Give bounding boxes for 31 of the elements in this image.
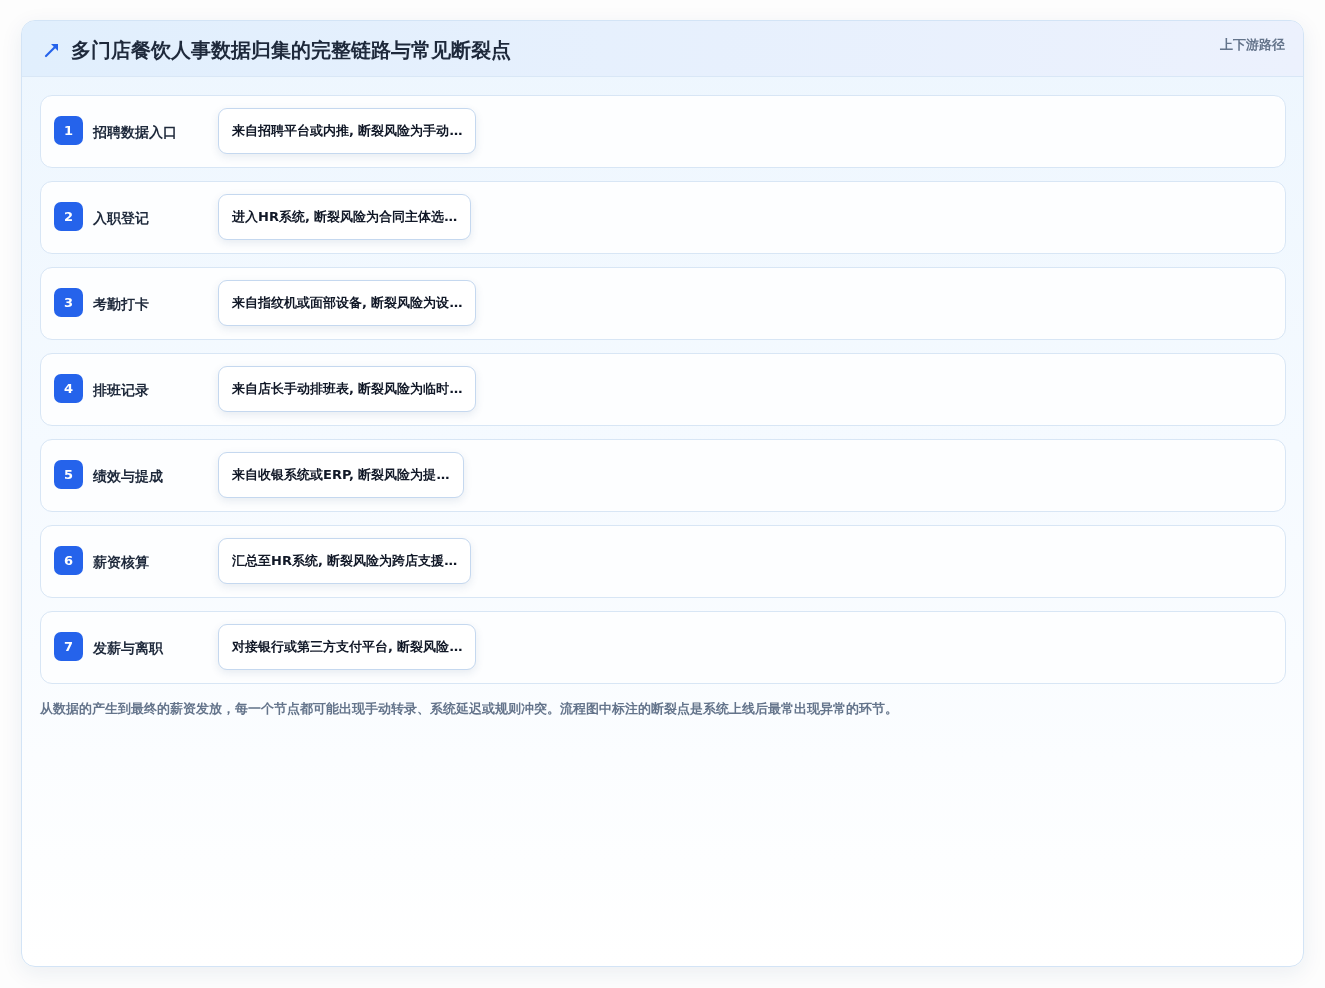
step-card: [40, 439, 1286, 512]
step-label: 招聘数据入口: [93, 123, 177, 142]
step-label: 绩效与提成: [93, 467, 163, 486]
step-label: 薪资核算: [93, 553, 149, 572]
step-card: [40, 95, 1286, 168]
number-badge: 1: [54, 116, 83, 145]
step-label: 考勤打卡: [93, 295, 149, 314]
risk-note-box: 汇总至HR系统, 断裂风险为跨店支援…: [218, 538, 472, 584]
risk-note-box: 进入HR系统, 断裂风险为合同主体选…: [218, 194, 472, 240]
step-card: [40, 353, 1286, 426]
step-label: 入职登记: [93, 209, 149, 228]
risk-note-box: 来自招聘平台或内推, 断裂风险为手动…: [218, 108, 477, 154]
number-badge: 5: [54, 460, 83, 489]
step-label: 排班记录: [93, 381, 149, 400]
step-label: 发薪与离职: [93, 639, 163, 658]
number-badge: 2: [54, 202, 83, 231]
step-card: [40, 267, 1286, 340]
number-badge: 4: [54, 374, 83, 403]
header-note: 上下游路径: [1220, 36, 1285, 54]
step-card: [40, 525, 1286, 598]
risk-note-box: 对接银行或第三方支付平台, 断裂风险…: [218, 624, 477, 670]
risk-note-box: 来自店长手动排班表, 断裂风险为临时…: [218, 366, 477, 412]
title: 多门店餐饮人事数据归集的完整链路与常见断裂点: [71, 37, 511, 64]
number-badge: 7: [54, 632, 83, 661]
number-badge: 6: [54, 546, 83, 575]
risk-note-box: 来自收银系统或ERP, 断裂风险为提…: [218, 452, 464, 498]
number-badge: 3: [54, 288, 83, 317]
caption: 从数据的产生到最终的薪资发放，每一个节点都可能出现手动转录、系统延迟或规则冲突。流程图中标注的断裂点是系统上线后最常出现异常的环节。: [40, 700, 898, 718]
risk-note-box: 来自指纹机或面部设备, 断裂风险为设…: [218, 280, 477, 326]
step-card: [40, 611, 1286, 684]
step-card: [40, 181, 1286, 254]
